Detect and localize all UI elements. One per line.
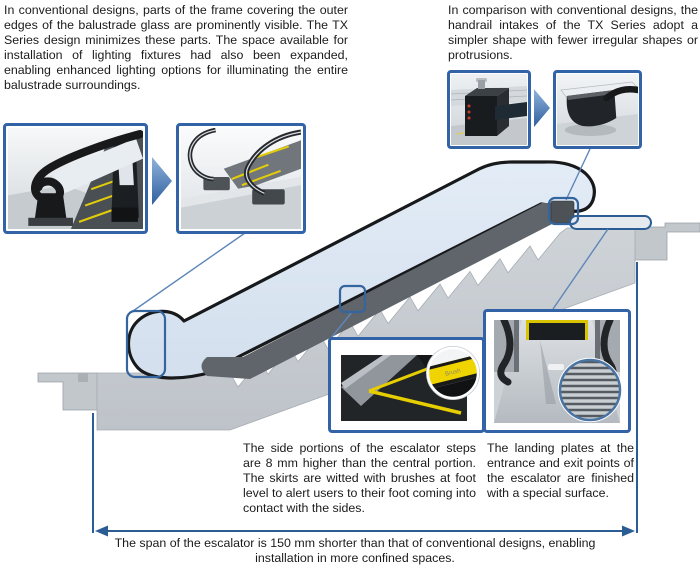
callout-step-brush: Brush — [328, 337, 485, 433]
callout-intake-conventional — [447, 70, 531, 149]
handrail-entering-intake — [603, 86, 638, 102]
callout-balustrade-conventional — [3, 123, 148, 234]
newel-highlight-box — [125, 309, 167, 379]
left-handrail-end — [497, 320, 514, 386]
landing-note: The landing plates at the entrance and e… — [487, 441, 634, 500]
intake-highlight-box — [547, 196, 580, 226]
conventional-intake-box — [465, 96, 497, 136]
arrow-right-icon — [533, 88, 551, 128]
handrail-entering-intake — [495, 102, 527, 120]
newel-post — [34, 193, 67, 222]
leader-lines — [132, 148, 609, 339]
deck-skirt-band — [201, 203, 554, 379]
landing-plate-highlight-pill — [569, 215, 652, 230]
callout-landing-plate — [483, 309, 631, 433]
balustrade-conventional-photo — [8, 128, 143, 229]
grooved-surface-zoom-inset — [560, 360, 620, 420]
skirt-highlight-box — [338, 284, 367, 314]
leader-line-intake — [565, 148, 591, 201]
steps-note: The side portions of the escalator steps… — [243, 441, 476, 515]
intake-indicator-leds — [467, 104, 471, 120]
intake-bolt — [478, 80, 485, 89]
lower-floor-slab — [37, 372, 98, 411]
arrow-right-icon — [150, 155, 174, 207]
step-brush-photo: Brush — [341, 346, 480, 421]
intake-conventional-photo — [451, 74, 527, 145]
dimension-arrowhead-right — [622, 525, 635, 537]
span-note: The span of the escalator is 150 mm shor… — [114, 536, 596, 565]
skirt-panel — [341, 355, 417, 406]
leader-line-landing — [552, 228, 609, 310]
balustrade-note: In conventional designs, parts of the fr… — [4, 3, 348, 92]
intake-tx-photo — [557, 74, 638, 145]
leader-line-balustrade — [132, 232, 246, 312]
balustrade-glass-and-handrail — [126, 160, 596, 380]
upper-floor-slab — [634, 222, 700, 261]
tx-handrail-curves — [187, 128, 301, 196]
span-dimension — [92, 262, 638, 533]
landing-plate-photo — [494, 320, 623, 423]
leader-line-skirt — [330, 311, 353, 339]
balustrade-tx-photo — [181, 128, 301, 229]
step-opening — [526, 320, 588, 340]
dimension-arrowhead-left — [95, 525, 108, 537]
brush-label: Brush — [445, 368, 462, 378]
callout-intake-tx — [553, 70, 642, 149]
handrail-note: In comparison with conventional designs,… — [448, 3, 698, 62]
callout-balustrade-tx — [176, 123, 306, 234]
plate-marking — [548, 364, 564, 370]
